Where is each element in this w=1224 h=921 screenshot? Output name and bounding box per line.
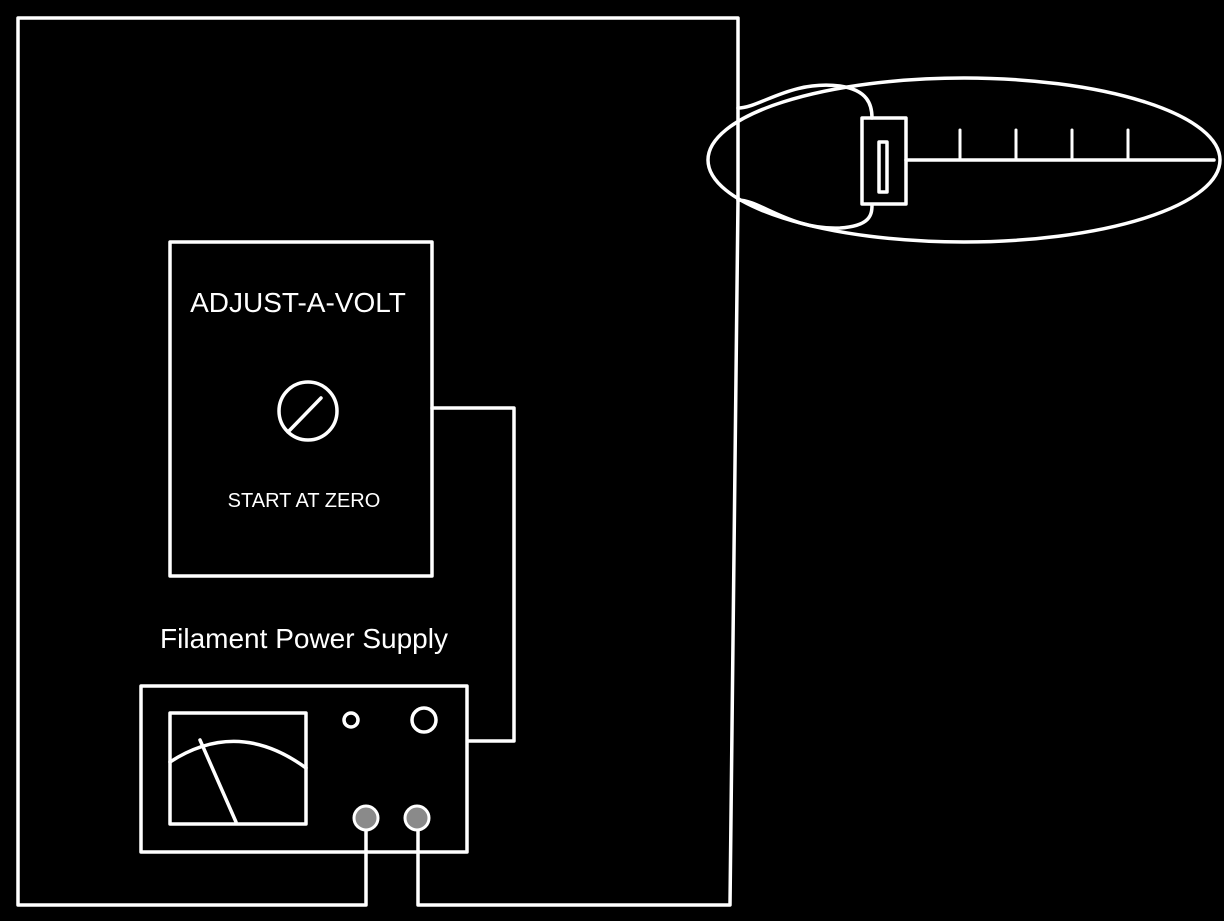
adjust-box-instruction: START AT ZERO: [228, 490, 381, 512]
outer-wire-loop: [16, 16, 740, 907]
adjust-box-title: ADJUST-A-VOLT: [190, 287, 406, 318]
adjust-to-supply-wire: [430, 406, 516, 743]
terminal-right[interactable]: [403, 804, 431, 832]
power-supply-label: Filament Power Supply: [160, 623, 448, 654]
indicator-light: [342, 711, 360, 729]
filament-power-supply: [139, 684, 469, 854]
adjust-a-volt-box: ADJUST-A-VOLT START AT ZERO: [168, 240, 434, 578]
power-supply-body: [139, 684, 469, 854]
filament-lead-loop: [736, 83, 874, 230]
terminal-left[interactable]: [352, 804, 380, 832]
power-switch-knob[interactable]: [410, 706, 438, 734]
dial-knob-icon[interactable]: [277, 380, 339, 442]
filament-element: [877, 140, 889, 194]
bulb-glass: [706, 76, 1222, 244]
bulb-assembly: [706, 76, 1222, 244]
analog-meter-icon: [168, 711, 308, 826]
